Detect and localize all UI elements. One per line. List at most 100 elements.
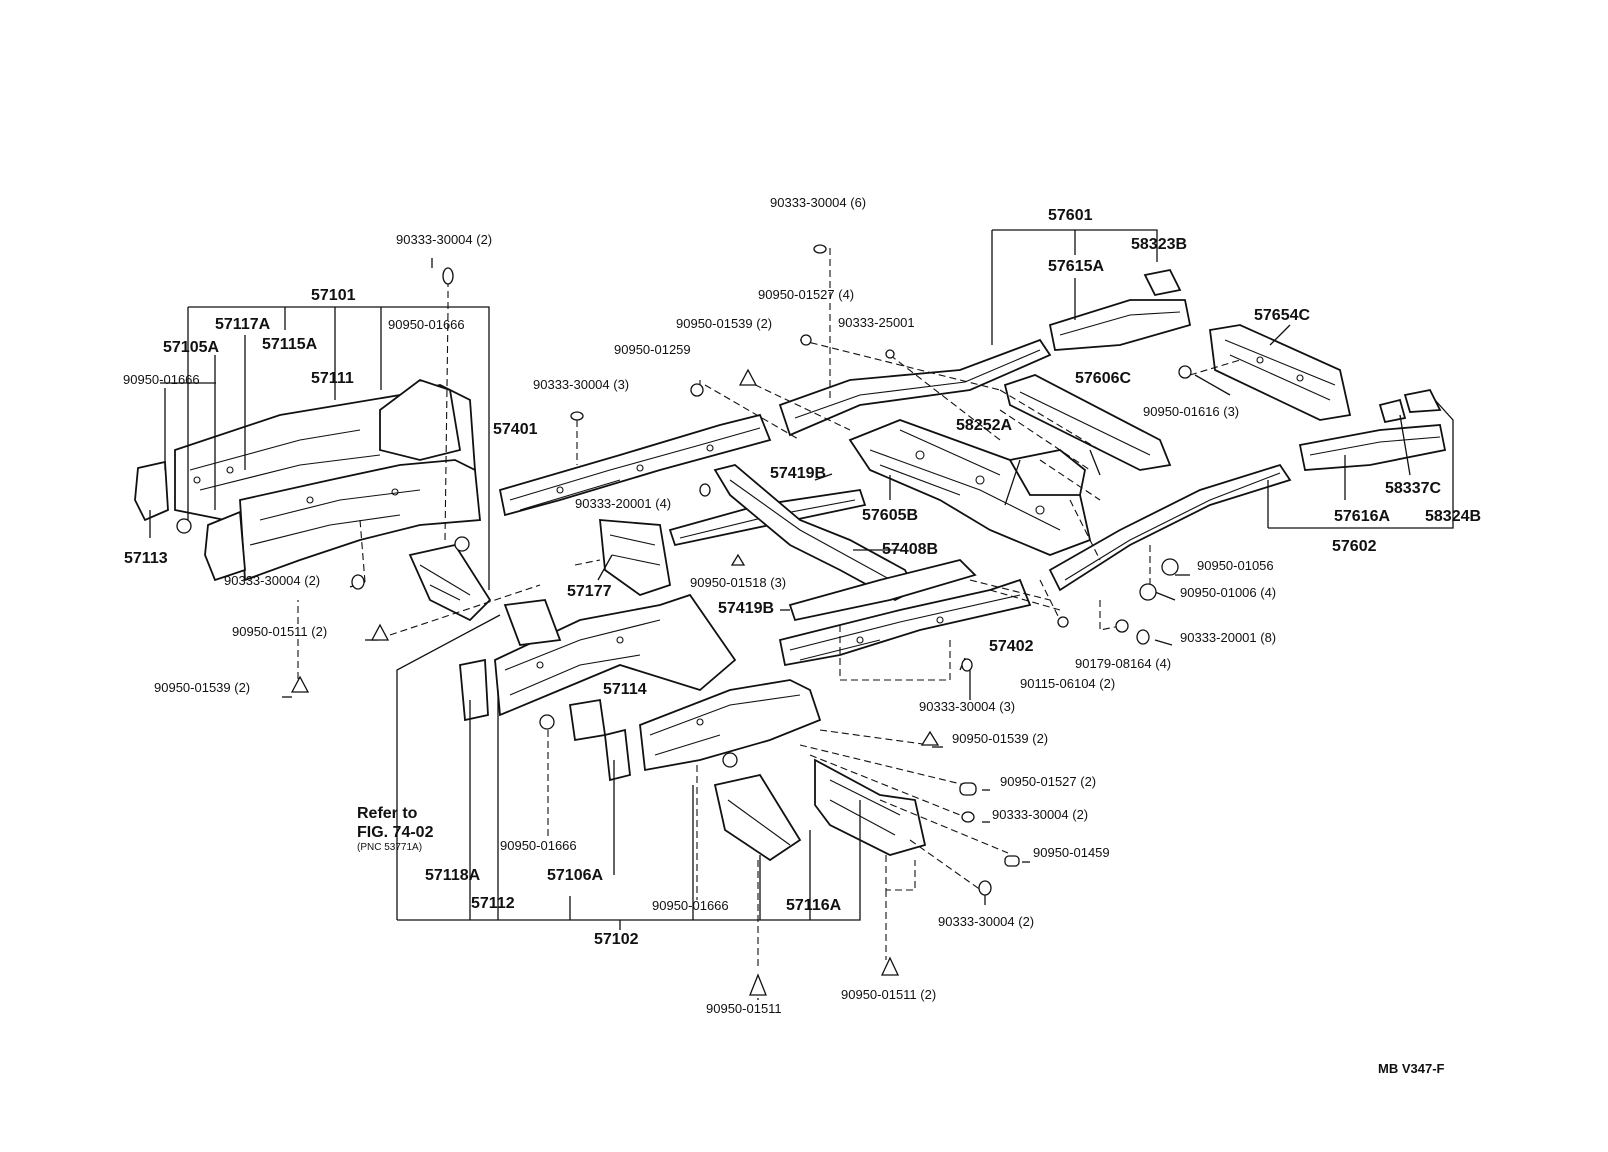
plug-icon (690, 383, 704, 397)
label-58323B: 58323B (1131, 236, 1187, 253)
rear-crossmember-57654C (1208, 324, 1352, 421)
label-57601: 57601 (1048, 207, 1093, 224)
label-57115A: 57115A (262, 336, 318, 353)
label-58252A: 58252A (956, 417, 1012, 434)
label-57113: 57113 (124, 550, 168, 567)
grommet-icon (813, 244, 827, 254)
grommet-icon (570, 411, 584, 421)
label-57112: 57112 (471, 895, 515, 912)
refer-note-line3: (PNC 53771A) (357, 842, 422, 853)
label-90333-30004-6: 90333-30004 (6) (770, 195, 866, 210)
refer-note-line2: FIG. 74-02 (357, 824, 434, 841)
label-90950-01666-bot: 90950-01666 (652, 898, 729, 913)
clip-icon (370, 623, 390, 641)
label-57117A: 57117A (215, 316, 271, 333)
grommet-icon (978, 880, 992, 896)
clip-icon (738, 368, 758, 386)
plug-icon (959, 782, 977, 796)
leader-lines (149, 229, 1454, 1000)
label-90950-01666-top: 90950-01666 (388, 317, 465, 332)
fasteners (290, 244, 1192, 996)
label-57102: 57102 (594, 931, 639, 948)
rear-side-member-57602 (1048, 463, 1292, 592)
label-90950-01527-2: 90950-01527 (2) (1000, 774, 1096, 789)
label-90333-25001: 90333-25001 (838, 315, 915, 330)
grommet-icon (1136, 629, 1150, 645)
label-57402: 57402 (989, 638, 1034, 655)
label-90179-08164-4: 90179-08164 (4) (1075, 656, 1171, 671)
label-90333-30004-2-left: 90333-30004 (2) (224, 573, 320, 588)
label-90950-01539-2-left: 90950-01539 (2) (154, 680, 250, 695)
label-57606C: 57606C (1075, 370, 1131, 387)
installation-lines (297, 248, 1241, 970)
label-57114: 57114 (603, 681, 647, 698)
label-57616A: 57616A (1334, 508, 1390, 525)
floor-side-rail-57401 (498, 413, 772, 517)
grommet-icon (351, 574, 365, 590)
label-90950-01527-4: 90950-01527 (4) (758, 287, 854, 302)
label-90950-01511-2-bot: 90950-01511 (2) (841, 987, 936, 1002)
label-90950-01539-2-right: 90950-01539 (2) (952, 731, 1048, 746)
label-90950-01666-left: 90950-01666 (123, 372, 200, 387)
label-90950-01539-2-top: 90950-01539 (2) (676, 316, 772, 331)
reinforcement-58252A (1008, 449, 1086, 496)
bracket-58323B (1143, 268, 1182, 297)
front-side-member-left (134, 378, 492, 622)
label-90333-30004-2-top: 90333-30004 (2) (396, 232, 492, 247)
label-90333-30004-2-bot: 90333-30004 (2) (938, 914, 1034, 929)
label-57105A: 57105A (163, 339, 219, 356)
clip-icon (880, 956, 900, 976)
label-90115-06104-2: 90115-06104 (2) (1020, 676, 1115, 691)
crossmember-57419B-lower (788, 559, 977, 622)
label-57419B-top: 57419B (770, 465, 826, 482)
front-side-member-right (459, 593, 927, 862)
grommet-icon (961, 811, 975, 823)
label-90950-01056: 90950-01056 (1197, 558, 1274, 573)
label-57101: 57101 (311, 287, 356, 304)
label-57615A: 57615A (1048, 258, 1104, 275)
label-90333-30004-2-right: 90333-30004 (2) (992, 807, 1088, 822)
label-90950-01616-3: 90950-01616 (3) (1143, 404, 1239, 419)
rear-member-extension-57616A (1298, 424, 1447, 471)
label-57419B-bottom: 57419B (718, 600, 774, 617)
label-90950-01518-3: 90950-01518 (3) (690, 575, 786, 590)
floor-bracket-57177 (598, 519, 672, 596)
grommet-icon (699, 483, 711, 497)
label-90950-01259: 90950-01259 (614, 342, 691, 357)
label-57111: 57111 (311, 370, 354, 387)
crossmember-57606C (1003, 374, 1172, 471)
diagram-code: MB V347-F (1378, 1061, 1445, 1076)
plug-icon (1004, 855, 1020, 867)
label-57602: 57602 (1332, 538, 1377, 555)
plug-icon (1178, 365, 1192, 379)
label-90950-01511: 90950-01511 (706, 1001, 782, 1016)
clip-icon (730, 553, 746, 566)
label-58337C: 58337C (1385, 480, 1441, 497)
grommet-icon (961, 658, 973, 672)
label-57605B: 57605B (862, 507, 918, 524)
label-57408B: 57408B (882, 541, 938, 558)
label-57654C: 57654C (1254, 307, 1310, 324)
rear-side-member-57601 (778, 338, 1052, 437)
label-57401: 57401 (493, 421, 538, 438)
label-90950-01006-4: 90950-01006 (4) (1180, 585, 1276, 600)
label-90333-30004-3-bot: 90333-30004 (3) (919, 699, 1015, 714)
label-90950-01511-2-left: 90950-01511 (2) (232, 624, 327, 639)
label-57118A: 57118A (425, 867, 481, 884)
label-57106A: 57106A (547, 867, 603, 884)
bracket-58337C-58324B (1378, 388, 1442, 424)
label-58324B: 58324B (1425, 508, 1481, 525)
clip-icon (749, 973, 767, 996)
plug-icon (1161, 558, 1179, 576)
plug-icon (1139, 583, 1157, 601)
clip-icon (290, 675, 310, 693)
label-90333-30004-3-mid: 90333-30004 (3) (533, 377, 629, 392)
label-57177: 57177 (567, 583, 612, 600)
grommet-icon (442, 267, 454, 285)
bolt-icon (1115, 619, 1129, 633)
bolt-icon (1057, 616, 1069, 628)
label-90950-01459: 90950-01459 (1033, 845, 1110, 860)
plug-icon (800, 334, 812, 346)
plug-icon (885, 349, 895, 359)
